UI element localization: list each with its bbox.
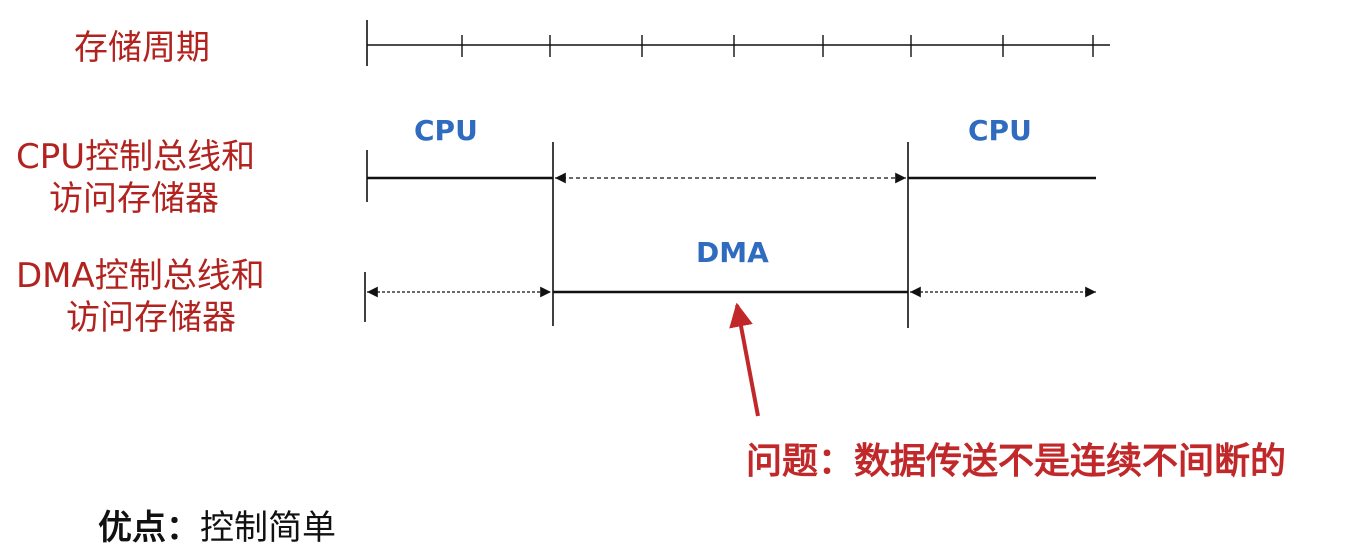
dma-row-label-line2: 访问存储器: [66, 298, 236, 338]
advantage-value: 控制简单: [200, 508, 336, 548]
dma-row-label-line1: DMA控制总线和: [16, 256, 265, 296]
problem-arrow: [729, 302, 760, 417]
cpu-row-label-line2: 访问存储器: [49, 179, 219, 219]
advantage-key: 优点：: [98, 508, 200, 548]
problem-note: 问题：数据传送不是连续不间断的: [746, 441, 1287, 482]
timing-diagram: [364, 20, 1110, 417]
advantage-line: 优点：控制简单: [98, 500, 336, 549]
cpu-segment-label-right: CPU: [968, 114, 1032, 147]
dma-segment-label: DMA: [696, 236, 769, 269]
storage-cycle-label: 存储周期: [74, 28, 210, 68]
cpu-segment-label-left: CPU: [414, 114, 478, 147]
cpu-row-label-line1: CPU控制总线和: [16, 137, 256, 177]
